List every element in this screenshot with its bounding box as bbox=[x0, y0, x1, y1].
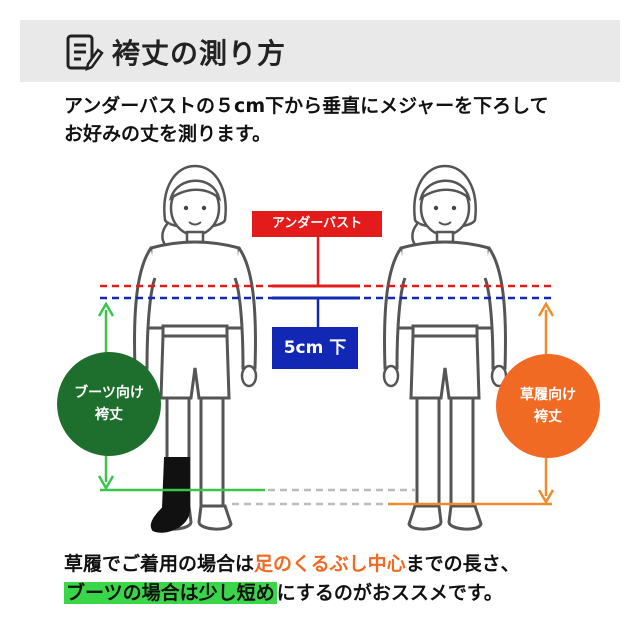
footer-line-2-highlight: ブーツの場合は少し短め bbox=[64, 582, 277, 604]
footer-line-1: 草履でご着用の場合は足のくるぶし中心までの長さ、 bbox=[64, 549, 624, 576]
footer-line-1-part-2: までの長さ、 bbox=[406, 553, 520, 575]
left-person-figure bbox=[134, 166, 256, 532]
sandals-label-line-1: 草履向け bbox=[520, 384, 576, 406]
boots-label-line-1: ブーツ向け bbox=[74, 382, 144, 404]
footer-line-1-highlight: 足のくるぶし中心 bbox=[254, 553, 406, 575]
boots-length-badge: ブーツ向け 袴丈 bbox=[57, 352, 161, 456]
right-person-figure bbox=[384, 166, 506, 529]
sandals-length-badge: 草履向け 袴丈 bbox=[496, 354, 600, 458]
five-cm-down-label: 5cm 下 bbox=[272, 327, 358, 369]
footer-line-1-part-1: 草履でご着用の場合は bbox=[64, 553, 254, 575]
sandals-label-line-2: 袴丈 bbox=[534, 406, 562, 428]
footer-line-2: ブーツの場合は少し短めにするのがおススメです。 bbox=[64, 578, 624, 605]
underbust-label: アンダーバスト bbox=[252, 211, 382, 237]
footer-line-2-part-2: にするのがおススメです。 bbox=[277, 582, 503, 604]
boots-label-line-2: 袴丈 bbox=[95, 404, 123, 426]
